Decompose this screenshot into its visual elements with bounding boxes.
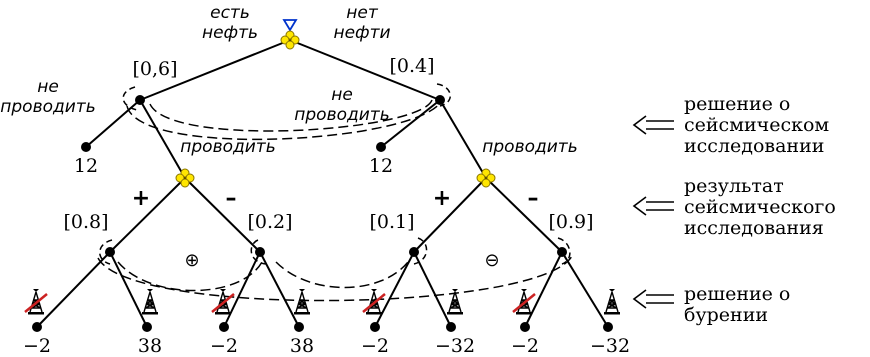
sign-minus-left: –	[226, 186, 237, 211]
crossed-oil-rig-icon	[211, 288, 235, 316]
sign-plus-right: +	[433, 186, 451, 211]
edge-no-oil	[289, 39, 441, 101]
oil-rig-icon	[293, 288, 311, 316]
info-set-curve-bottom	[97, 255, 573, 302]
edge-dont-left	[85, 99, 141, 148]
edge-do-left	[139, 99, 186, 179]
edge-leaf-1	[36, 251, 111, 328]
sign-oplus: ⊕	[184, 250, 199, 271]
info-arc-n1	[99, 239, 113, 265]
prob-oil: [0,6]	[132, 58, 177, 80]
decision-node-icon	[409, 247, 419, 257]
leaf-payoff-1: −2	[23, 335, 51, 357]
info-set-curve-top	[126, 97, 444, 141]
leaf-payoff-8: −32	[590, 335, 630, 357]
edge-oil	[139, 39, 291, 101]
prob-minus-right: [0.9]	[548, 211, 593, 233]
leaf-payoff-4: 38	[290, 335, 314, 357]
oil-rig-icon	[446, 288, 464, 316]
info-set-curve-bottom-inner2	[275, 261, 409, 289]
leaf-payoff-5: −2	[361, 335, 389, 357]
decision-node-icon	[105, 247, 115, 257]
decision-node-icon	[557, 247, 567, 257]
root-marker-icon	[282, 19, 298, 32]
info-arc-left	[122, 86, 138, 111]
leaf-payoff-6: −32	[435, 335, 475, 357]
edge-plus-left	[109, 177, 186, 253]
crossed-oil-rig-icon	[362, 288, 386, 316]
sign-plus-left: +	[132, 186, 150, 211]
prob-plus-left: [0.8]	[63, 211, 108, 233]
crossed-oil-rig-icon	[24, 288, 48, 316]
decision-node-icon	[435, 95, 445, 105]
oil-rig-icon	[141, 288, 159, 316]
terminal-node	[446, 322, 456, 332]
double-arrow-left-icon	[632, 289, 674, 309]
edge-leaf-2	[109, 251, 148, 328]
edge-dont-right	[380, 99, 441, 148]
terminal-node	[219, 322, 229, 332]
edge-leaf-8	[561, 251, 609, 328]
leaf-payoff-2: 38	[138, 335, 162, 357]
edge-minus-right	[485, 177, 563, 253]
leaf-payoff-7: −2	[511, 335, 539, 357]
decision-node-icon	[255, 247, 265, 257]
terminal-node	[32, 322, 42, 332]
prob-no-oil: [0.4]	[389, 55, 434, 77]
edge-do-right	[439, 99, 487, 179]
decision-node-icon	[135, 95, 145, 105]
info-set-curve-top-inner	[149, 99, 433, 132]
action-do-right: проводить	[482, 137, 577, 157]
edge-minus-left	[184, 177, 261, 253]
edge-plus-right	[413, 177, 487, 253]
info-arc-n4	[557, 237, 571, 265]
terminal-node	[142, 322, 152, 332]
double-arrow-left-icon	[632, 196, 674, 216]
terminal-node	[294, 322, 304, 332]
info-set-curve-bottom-inner	[117, 261, 263, 292]
sign-minus-right: –	[528, 186, 539, 211]
info-arc-n3	[413, 237, 428, 265]
edge-leaf-6	[413, 251, 452, 328]
terminal-node	[520, 322, 530, 332]
action-do-left: проводить	[180, 137, 275, 157]
edge-leaf-7	[524, 251, 563, 328]
prob-plus-right: [0.1]	[369, 211, 414, 233]
edge-leaf-3	[223, 251, 261, 328]
terminal-node	[81, 142, 91, 152]
prob-minus-left: [0.2]	[247, 211, 292, 233]
oil-rig-icon	[603, 288, 621, 316]
terminal-node	[603, 322, 613, 332]
leaf-payoff-3: −2	[210, 335, 238, 357]
edge-leaf-5	[374, 251, 415, 328]
info-arc-n2	[250, 239, 267, 265]
terminal-node	[376, 142, 386, 152]
terminal-node	[370, 322, 380, 332]
payoff-dont-right: 12	[369, 155, 393, 177]
double-arrow-left-icon	[632, 115, 674, 135]
sign-ominus: ⊖	[484, 250, 499, 271]
crossed-oil-rig-icon	[512, 288, 536, 316]
edge-leaf-4	[259, 251, 300, 328]
payoff-dont-left: 12	[74, 155, 98, 177]
